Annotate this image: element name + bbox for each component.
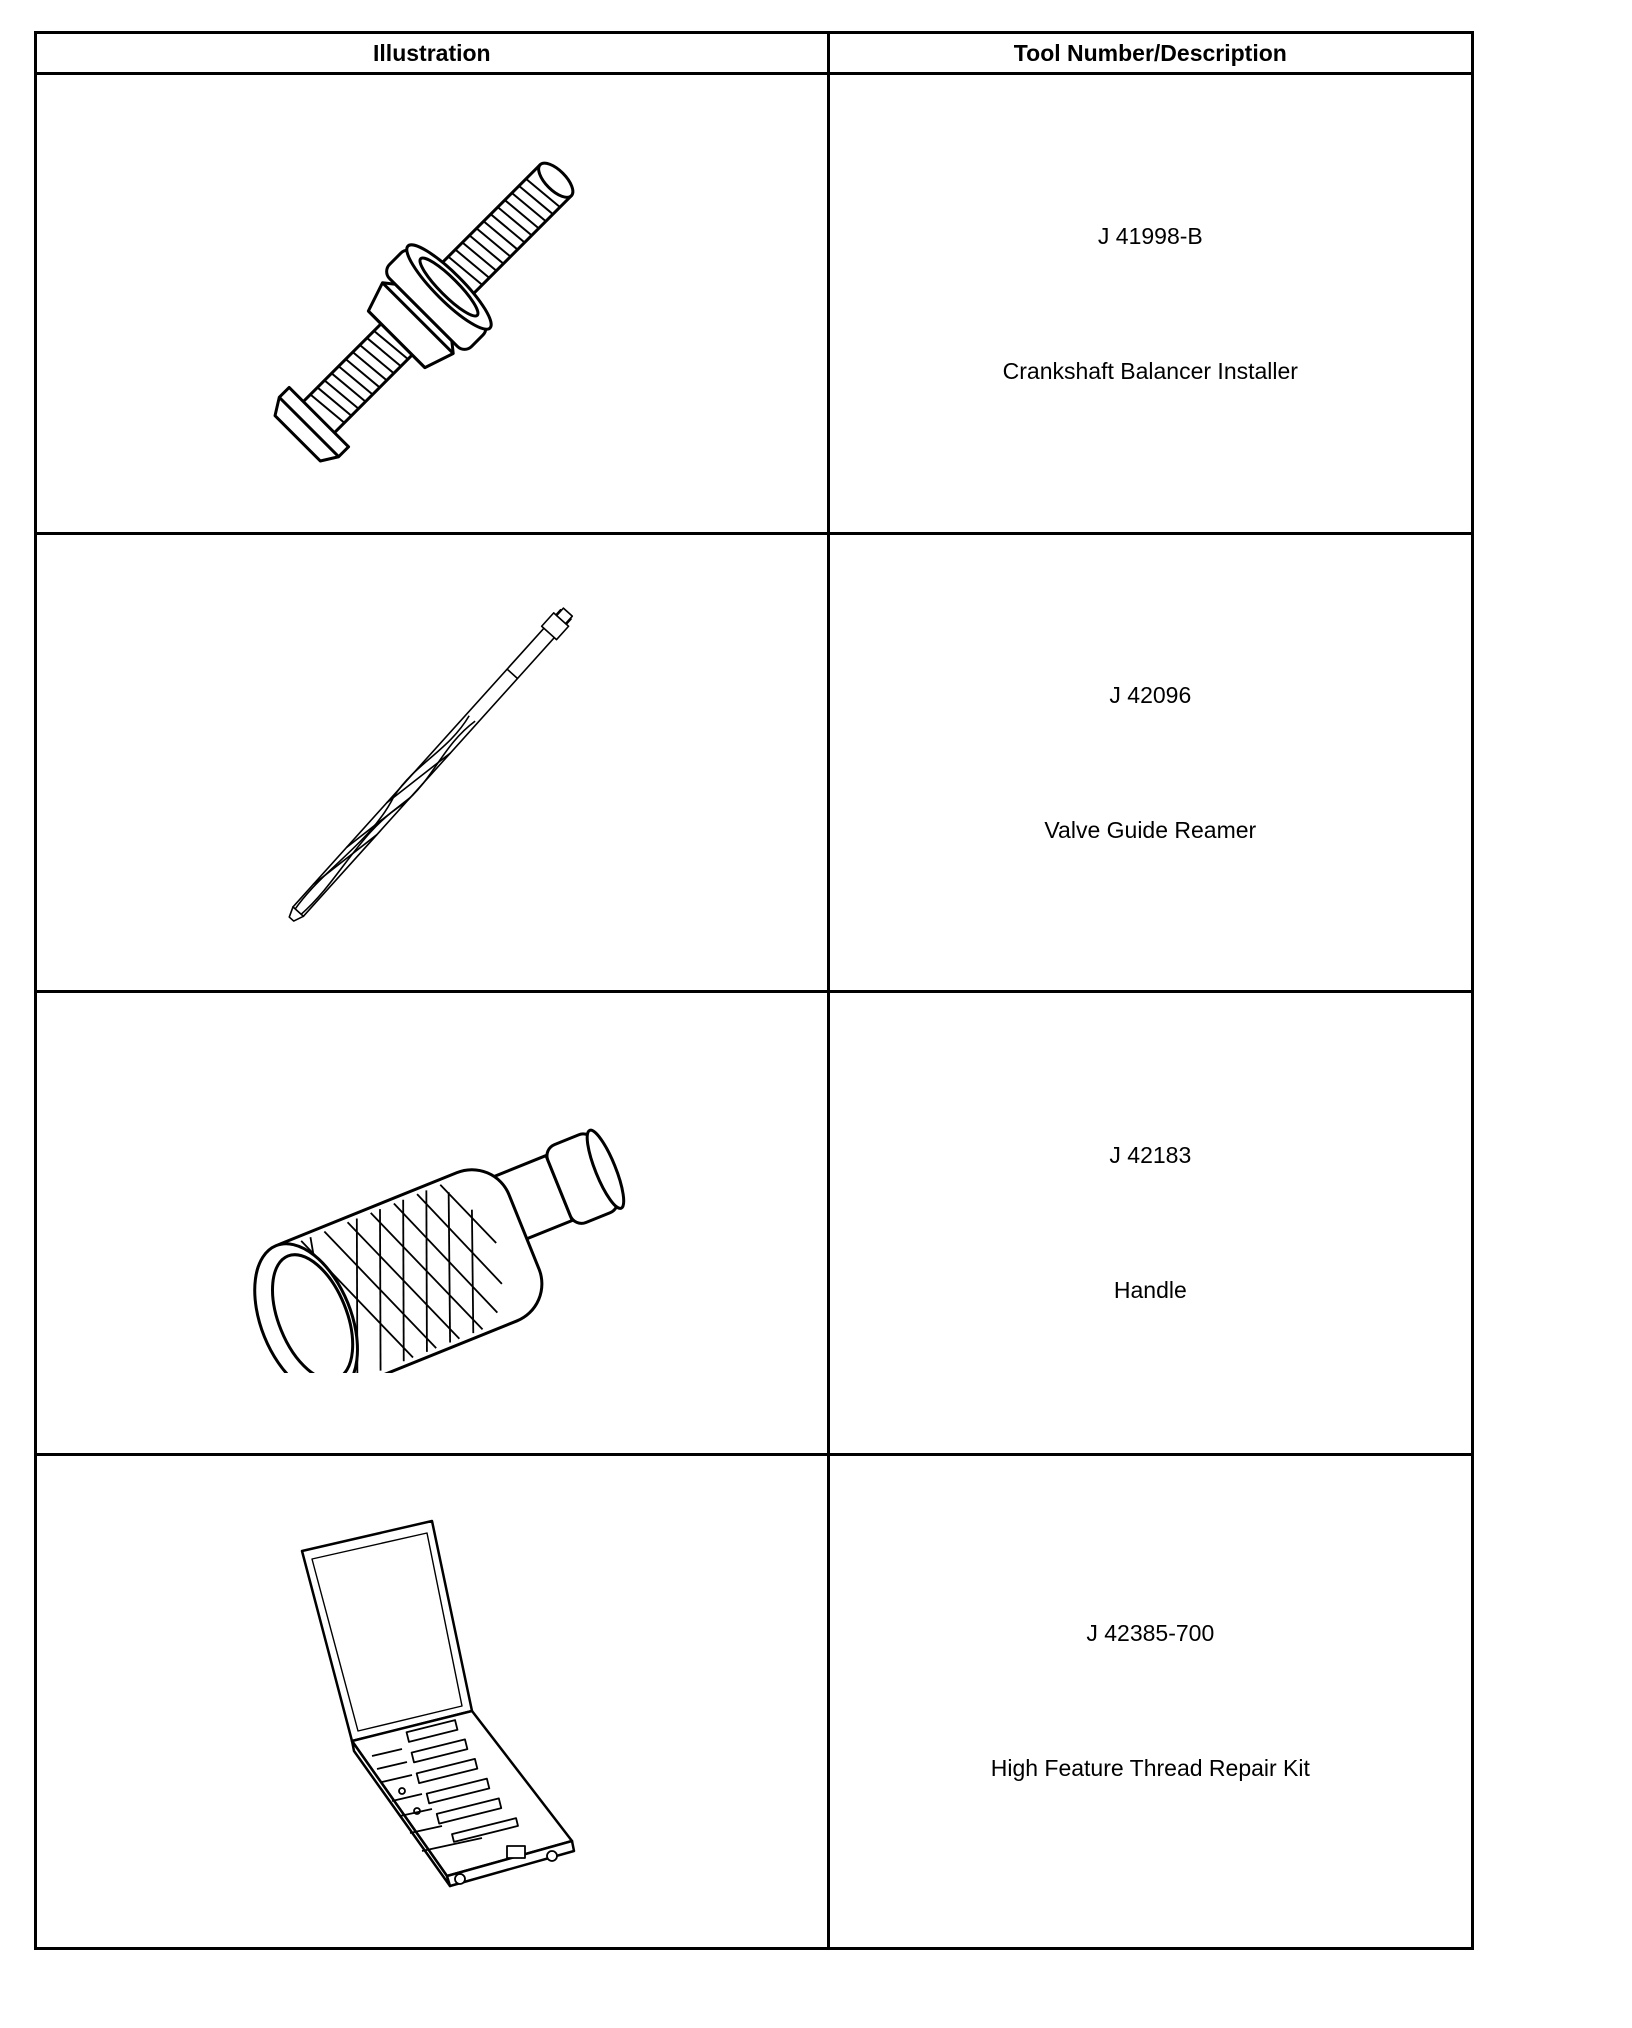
tool-number: J 42096	[1109, 681, 1192, 708]
tool-description-cell: J 42385-700 High Feature Thread Repair K…	[826, 1452, 1475, 1951]
illustration-cell	[34, 1452, 830, 1951]
thread-repair-kit-icon	[282, 1511, 582, 1891]
tool-description: Crankshaft Balancer Installer	[1002, 357, 1298, 384]
illustration-cell	[34, 532, 830, 994]
illustration-cell	[34, 71, 830, 536]
crankshaft-balancer-installer-icon	[242, 114, 622, 494]
tool-description: Valve Guide Reamer	[1044, 816, 1257, 843]
tool-description-cell: J 42096 Valve Guide Reamer	[826, 532, 1475, 994]
tool-number: J 42385-700	[1086, 1620, 1215, 1647]
special-tools-table: Illustration Tool Number/Description	[34, 31, 1475, 1951]
table-header-row: Illustration Tool Number/Description	[34, 31, 1475, 75]
illustration-cell	[34, 990, 830, 1456]
tool-description-cell: J 42183 Handle	[826, 990, 1475, 1456]
tool-description: High Feature Thread Repair Kit	[990, 1755, 1310, 1782]
header-illustration: Illustration	[34, 31, 830, 75]
tool-number: J 41998-B	[1097, 222, 1203, 249]
table-row: J 42385-700 High Feature Thread Repair K…	[34, 1452, 1475, 1951]
valve-guide-reamer-icon	[222, 553, 642, 973]
table-row: J 42183 Handle	[34, 990, 1475, 1456]
tool-description-cell: J 41998-B Crankshaft Balancer Installer	[826, 71, 1475, 536]
tool-number: J 42183	[1109, 1141, 1192, 1168]
handle-icon	[222, 1073, 642, 1373]
header-tool-number-description: Tool Number/Description	[826, 31, 1475, 75]
tool-description: Handle	[1113, 1276, 1187, 1303]
table-row: J 42096 Valve Guide Reamer	[34, 532, 1475, 994]
table-row: J 41998-B Crankshaft Balancer Installer	[34, 71, 1475, 536]
